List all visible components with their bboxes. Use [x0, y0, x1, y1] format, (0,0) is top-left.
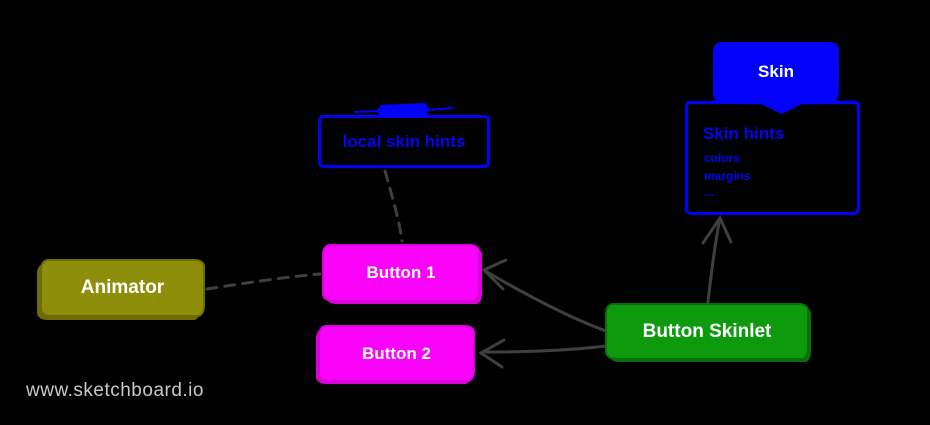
- skin-hints-item: colors: [704, 151, 741, 165]
- skin-hints-item: ...: [704, 185, 715, 199]
- edge-local-skin-hints-to-button1[interactable]: [383, 169, 404, 243]
- edge-button-skinlet-to-skin-hints[interactable]: [701, 214, 733, 304]
- arrowhead-button1: [481, 258, 508, 291]
- skin-hints-item: margins: [704, 169, 751, 183]
- animator-label: Animator: [80, 277, 165, 298]
- arrowhead-button2: [478, 338, 506, 369]
- edge-button-skinlet-to-button2[interactable]: [478, 338, 608, 369]
- local-skin-hints-label: local skin hints: [342, 131, 466, 151]
- button2-label: Button 2: [362, 343, 431, 363]
- arrowhead-skin-hints: [701, 214, 733, 245]
- button1-label: Button 1: [366, 263, 436, 282]
- watermark: www.sketchboard.io: [26, 380, 204, 401]
- skin-hints-title: Skin hints: [703, 124, 785, 143]
- node-skin-hints[interactable]: Skin hints colors margins ...: [685, 101, 860, 215]
- skin-label: Skin: [758, 62, 794, 81]
- node-animator[interactable]: Animator: [40, 259, 205, 317]
- node-button2[interactable]: Button 2: [318, 325, 475, 382]
- node-skin[interactable]: Skin: [713, 42, 839, 102]
- node-button1[interactable]: Button 1: [322, 244, 480, 302]
- button-skinlet-label: Button Skinlet: [642, 320, 772, 342]
- edge-button-skinlet-to-button1[interactable]: [481, 258, 608, 333]
- edge-animator-to-button1[interactable]: [205, 272, 322, 291]
- node-local-skin-hints[interactable]: local skin hints: [318, 115, 490, 168]
- node-button-skinlet[interactable]: Button Skinlet: [605, 303, 809, 360]
